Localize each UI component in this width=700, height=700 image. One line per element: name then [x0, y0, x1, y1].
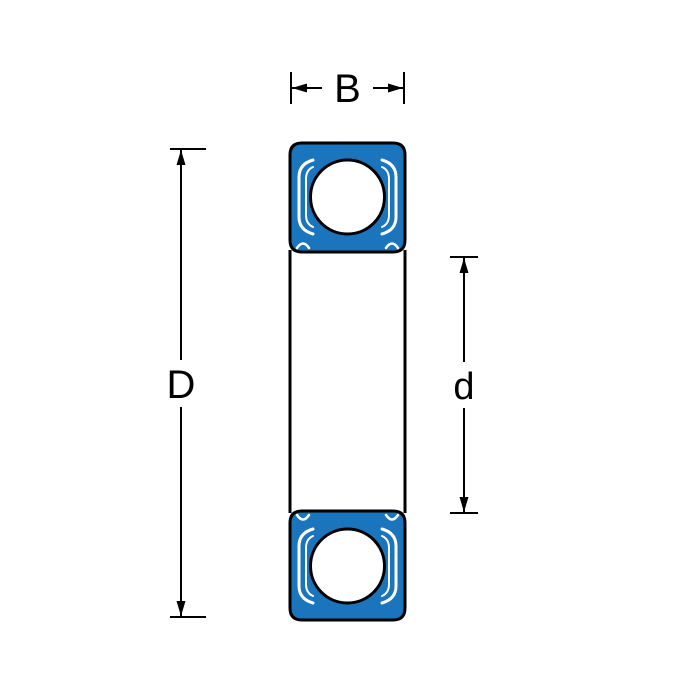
dimension-width-B: B [290, 67, 405, 111]
shield-gap-right-outer [380, 158, 398, 236]
dimension-outer-diameter-D: D [167, 148, 206, 618]
bearing-top-section [288, 141, 407, 254]
shield-gap-left-inner [305, 166, 314, 228]
arrowhead-left-icon [292, 83, 307, 93]
bearing [288, 141, 407, 622]
arrowhead-down-icon [459, 497, 469, 512]
bearing-bottom-section [288, 509, 407, 622]
dimension-bore-diameter-d: d [450, 256, 478, 514]
shield-gap-right-inner [381, 166, 390, 228]
shield-gap-left-outer [297, 158, 315, 236]
outer-diameter-label: D [167, 363, 196, 407]
inner-ring-recess-left [295, 242, 311, 250]
bore-diameter-label: d [453, 366, 474, 408]
arrowhead-up-icon [176, 150, 186, 165]
width-label: B [334, 67, 361, 111]
ball [309, 158, 386, 236]
inner-ring-recess-right [384, 242, 400, 250]
arrowhead-up-icon [459, 258, 469, 273]
arrowhead-right-icon [388, 83, 403, 93]
arrowhead-down-icon [176, 601, 186, 616]
